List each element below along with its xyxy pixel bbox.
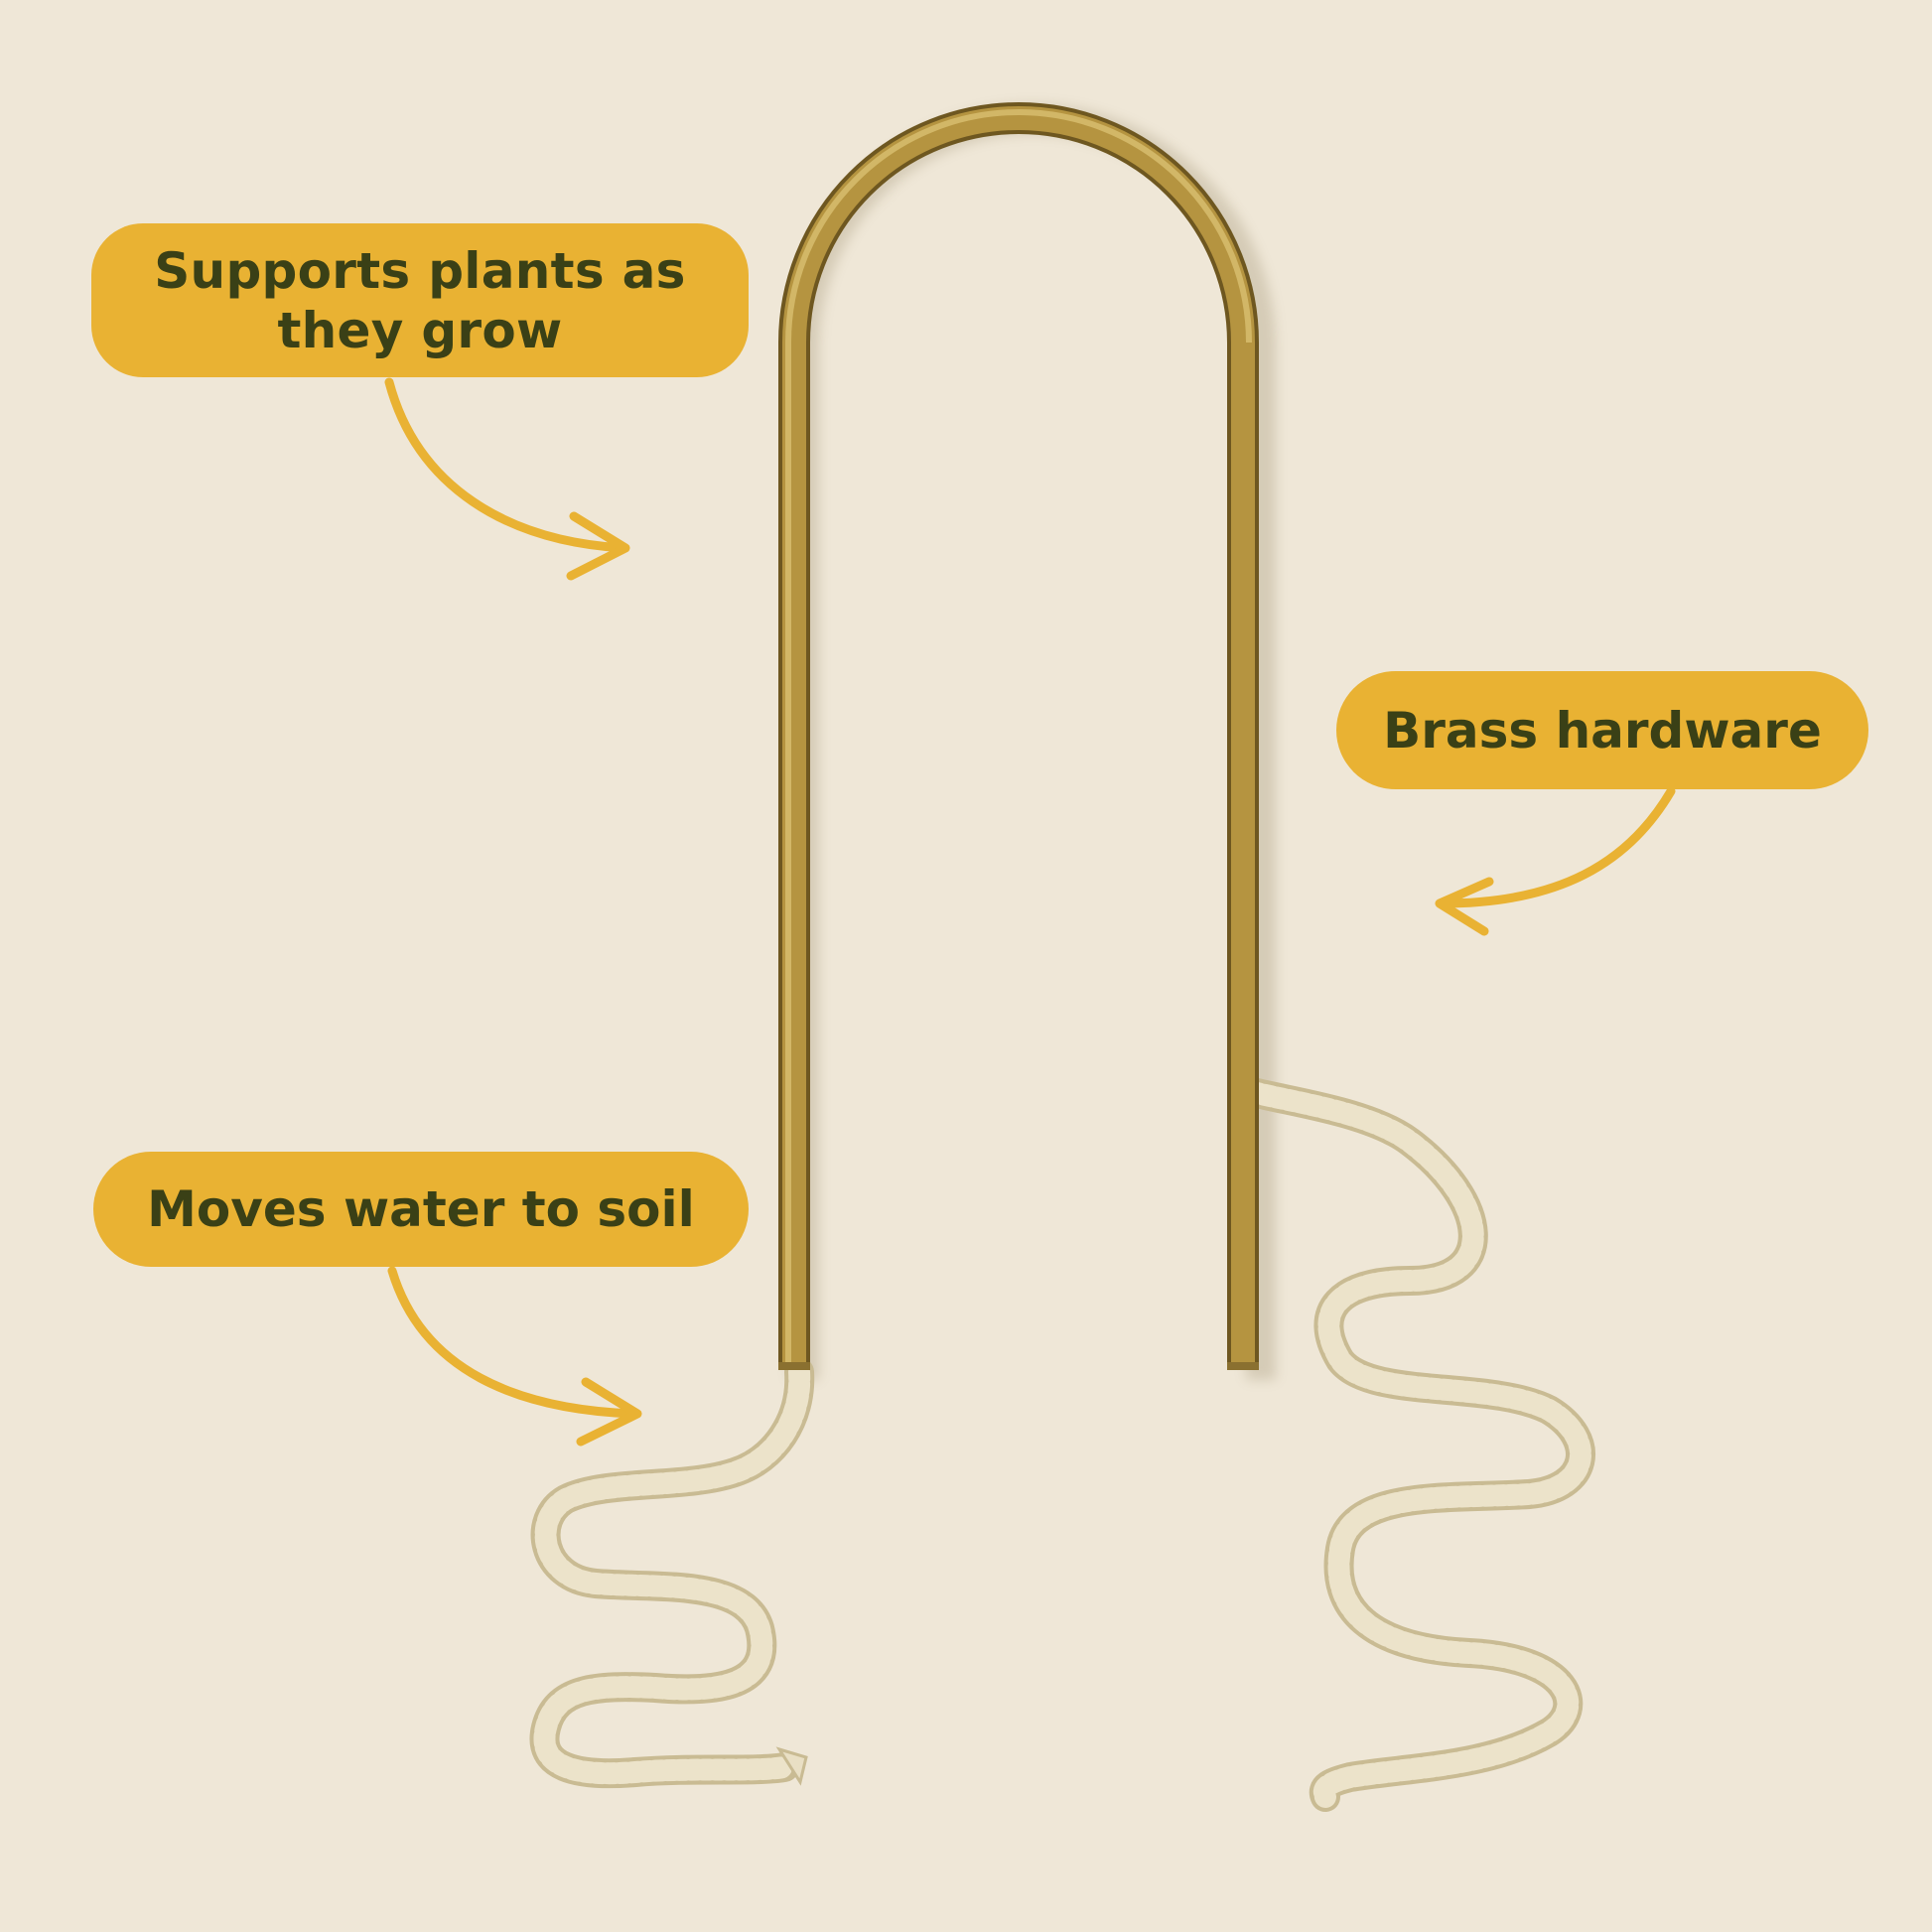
brass-pipe: [778, 102, 1259, 1370]
rope-wick-right: [1238, 1077, 1595, 1812]
rope-wick-left: [529, 1357, 815, 1789]
callout-supports-plants: Supports plants as they grow: [91, 223, 749, 377]
callout-brass-hardware: Brass hardware: [1336, 671, 1868, 789]
callout-text: Moves water to soil: [147, 1180, 695, 1238]
curved-arrow-icon: [387, 1266, 642, 1447]
callout-text-line-1: Supports plants as: [154, 241, 686, 300]
curved-arrow-icon: [1435, 786, 1676, 936]
callout-moves-water: Moves water to soil: [93, 1152, 749, 1267]
pipe-shadow: [789, 104, 1276, 1380]
callout-text: Brass hardware: [1383, 701, 1822, 759]
callout-text-line-2: they grow: [277, 301, 563, 359]
curved-arrow-icon: [384, 377, 630, 581]
